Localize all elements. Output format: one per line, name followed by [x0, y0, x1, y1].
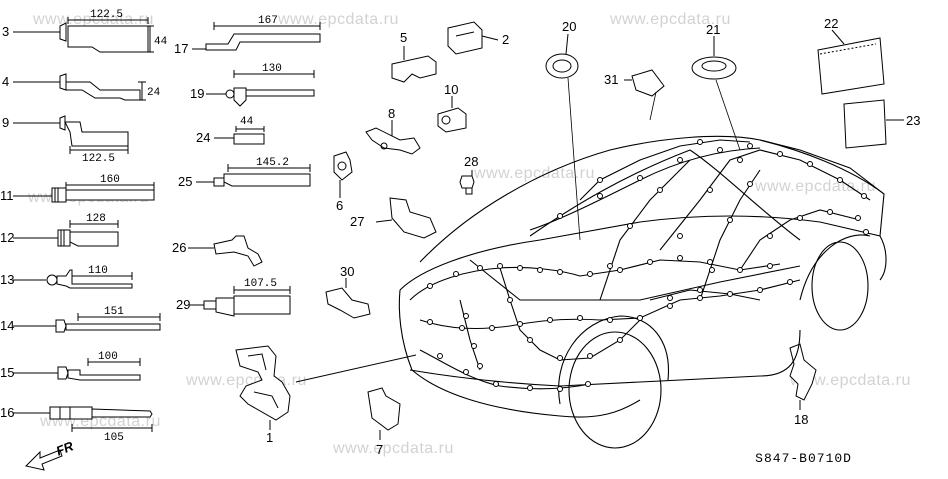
callout-27: 27 [350, 214, 364, 229]
dimension-3: 122.5 [90, 9, 123, 21]
callout-19: 19 [190, 86, 204, 101]
dimension-16: 105 [104, 432, 124, 444]
watermark: www.epcdata.ru [474, 165, 595, 182]
callout-20: 20 [562, 19, 576, 34]
clip-part-26 [188, 235, 263, 267]
watermark: www.epcdata.ru [790, 372, 911, 389]
pad-part-22 [817, 29, 885, 95]
callout-28: 28 [464, 154, 478, 169]
callout-14: 14 [0, 318, 14, 333]
grommet-part-21 [691, 36, 737, 80]
car-body [398, 135, 887, 449]
callout-26: 26 [172, 240, 186, 255]
dimension-labels: 122.5 44 24 122.5 160 128 110 151 100 10… [82, 9, 289, 444]
clip-part-24 [214, 126, 265, 145]
callout-6: 6 [336, 198, 343, 213]
holder-part-30 [325, 278, 371, 319]
diagram-code: S847-B0710D [755, 451, 852, 466]
callout-12: 12 [0, 230, 14, 245]
callout-10: 10 [444, 82, 458, 97]
dimension-9: 122.5 [82, 153, 115, 165]
dimension-4: 24 [147, 87, 161, 99]
callout-17: 17 [174, 41, 188, 56]
bracket-part-8 [365, 120, 421, 155]
dimension-25: 145.2 [256, 157, 289, 169]
clip-part-12 [13, 220, 119, 247]
callout-24: 24 [196, 130, 210, 145]
callout-13: 13 [0, 272, 14, 287]
callout-31: 31 [604, 72, 618, 87]
clip-part-17 [192, 22, 321, 51]
clip-part-28 [459, 170, 475, 195]
callout-labels: 3 4 9 11 12 13 14 15 16 17 19 24 25 26 2… [0, 16, 920, 457]
clip-part-3 [13, 17, 154, 53]
callout-15: 15 [0, 365, 14, 380]
pad-part-23 [843, 99, 904, 149]
callout-2: 2 [502, 32, 509, 47]
holder-part-5 [391, 46, 437, 83]
clip-part-13 [13, 269, 133, 289]
callout-22: 22 [824, 16, 838, 31]
callout-29: 29 [176, 297, 190, 312]
callout-30: 30 [340, 264, 354, 279]
callout-25: 25 [178, 174, 192, 189]
clip-part-16 [13, 406, 153, 432]
watermark: www.epcdata.ru [278, 11, 399, 28]
callout-4: 4 [2, 74, 9, 89]
callout-23: 23 [906, 113, 920, 128]
watermark: www.epcdata.ru [610, 11, 731, 28]
callout-9: 9 [2, 115, 9, 130]
dimension-3-height: 44 [154, 36, 168, 48]
callout-11: 11 [0, 188, 14, 203]
callout-3: 3 [2, 24, 9, 39]
clip-part-29 [190, 286, 291, 317]
clip-part-15 [13, 358, 141, 381]
clip-part-25 [196, 164, 311, 187]
clip-part-9 [13, 115, 129, 154]
bracket-part-1 [235, 345, 417, 430]
sensor-part-10 [437, 96, 467, 133]
callout-8: 8 [388, 106, 395, 121]
dimension-17: 167 [258, 15, 278, 27]
dimension-15: 100 [98, 351, 118, 363]
callout-7: 7 [376, 442, 383, 457]
grommet-part-20 [545, 33, 579, 79]
bracket-part-18 [789, 343, 817, 410]
clip-part-11 [13, 182, 155, 203]
bracket-part-27 [375, 197, 437, 239]
harness-clips [427, 139, 869, 392]
dimension-12: 128 [86, 213, 106, 225]
callout-16: 16 [0, 405, 14, 420]
callout-18: 18 [794, 412, 808, 427]
leader-lines [567, 77, 741, 241]
clip-part-19 [206, 70, 315, 107]
connector-part-2 [447, 21, 499, 55]
dimension-29: 107.5 [244, 278, 277, 290]
callout-5: 5 [400, 30, 407, 45]
callout-1: 1 [266, 430, 273, 445]
clip-part-14 [13, 313, 161, 333]
watermark: www.epcdata.ru [755, 178, 876, 195]
bracket-part-7 [367, 387, 401, 440]
dimension-11: 160 [100, 174, 120, 186]
dimension-14: 151 [104, 306, 124, 318]
watermark: www.epcdata.ru [333, 440, 454, 457]
dimension-19: 130 [262, 63, 282, 75]
direction-arrow-icon [25, 449, 63, 471]
dimension-24: 44 [240, 116, 254, 128]
clip-part-31 [624, 69, 665, 97]
callout-21: 21 [706, 22, 720, 37]
clip-part-4 [13, 73, 146, 101]
dimension-13: 110 [88, 265, 108, 277]
clip-part-6 [333, 151, 353, 198]
